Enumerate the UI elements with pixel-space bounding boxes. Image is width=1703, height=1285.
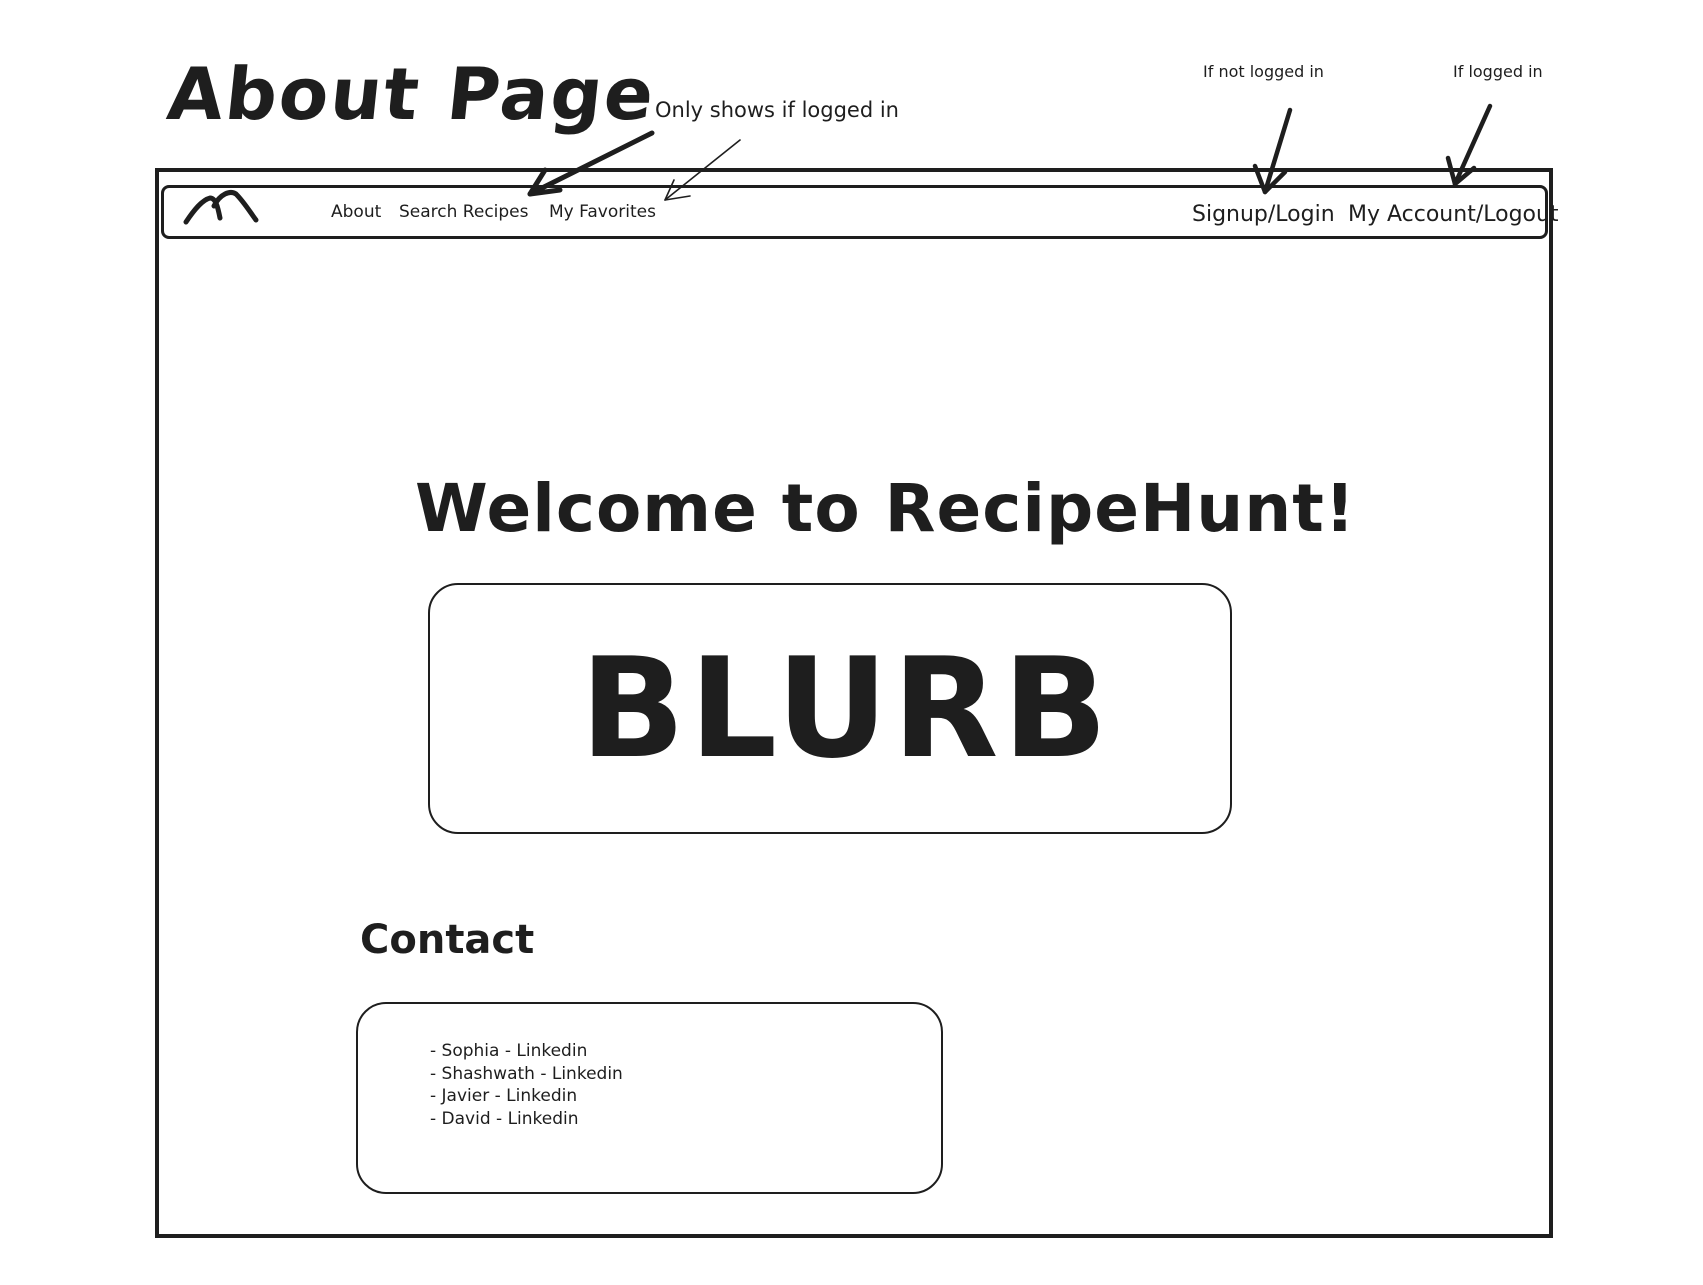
blurb-box: [428, 583, 1232, 834]
nav-link-about[interactable]: About: [331, 202, 382, 222]
blurb-text: BLURB: [580, 628, 1112, 789]
contact-list: Sophia - Linkedin Shashwath - Linkedin J…: [430, 1040, 623, 1130]
nav-link-account-logout[interactable]: My Account/Logout: [1348, 202, 1559, 227]
contact-item[interactable]: Javier - Linkedin: [430, 1085, 623, 1108]
contact-heading: Contact: [360, 917, 535, 963]
mountain-logo-icon[interactable]: [180, 186, 260, 228]
contact-item[interactable]: Shashwath - Linkedin: [430, 1063, 623, 1086]
contact-item[interactable]: Sophia - Linkedin: [430, 1040, 623, 1063]
page-title: About Page: [163, 52, 660, 136]
navbar: [161, 185, 1548, 239]
nav-link-my-favorites[interactable]: My Favorites: [549, 202, 656, 222]
contact-item[interactable]: David - Linkedin: [430, 1108, 623, 1131]
logged-in-note: If logged in: [1453, 62, 1543, 81]
browser-frame: [155, 168, 1553, 1238]
nav-link-search-recipes[interactable]: Search Recipes: [399, 202, 529, 222]
welcome-heading: Welcome to RecipeHunt!: [415, 470, 1356, 547]
contact-box: [356, 1002, 943, 1194]
favorites-visibility-note: Only shows if logged in: [655, 98, 899, 122]
not-logged-in-note: If not logged in: [1203, 62, 1324, 81]
nav-link-signup-login[interactable]: Signup/Login: [1192, 202, 1335, 227]
